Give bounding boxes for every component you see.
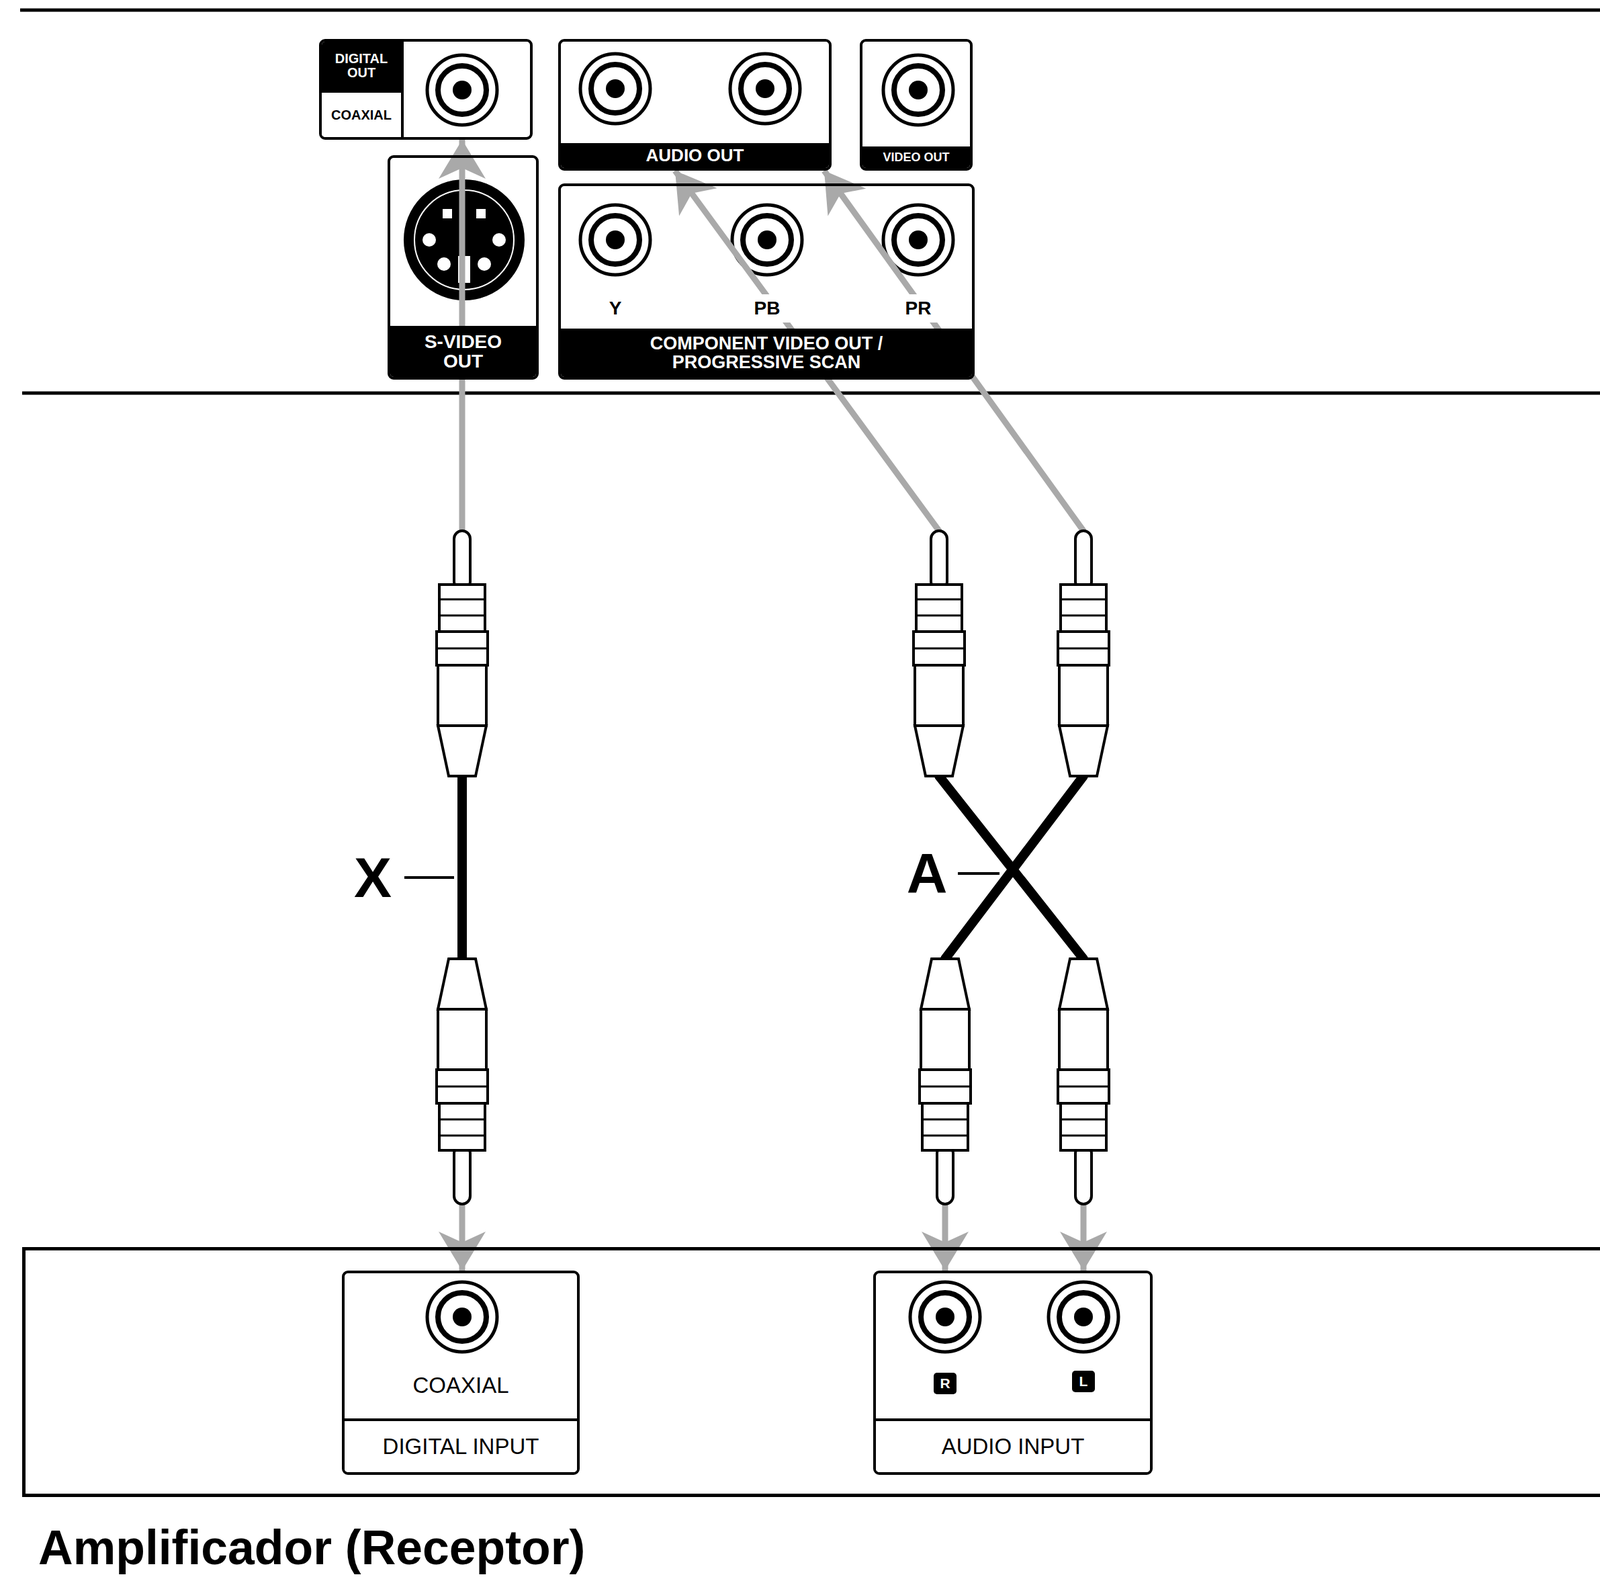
audio-out-panel: AUDIO OUT	[558, 38, 832, 171]
leader-line	[404, 875, 455, 879]
jack-label: Y	[591, 294, 639, 323]
cable	[939, 775, 1084, 959]
port-label: COAXIAL	[344, 1366, 577, 1404]
device-heading: Amplificador (Receptor)	[35, 1522, 681, 1574]
rca-jack	[580, 53, 651, 124]
port-label: AUDIO OUT	[560, 143, 829, 168]
rca-jack	[883, 55, 954, 125]
rca-plug	[436, 530, 488, 776]
rca-plug	[436, 958, 488, 1204]
port-label: DIGITAL OUT	[321, 41, 404, 91]
port-label: S-VIDEO OUT	[390, 325, 537, 377]
port-label: AUDIO INPUT	[875, 1417, 1150, 1472]
cable	[945, 775, 1084, 959]
rca-jack	[910, 1281, 981, 1352]
rca-jack	[580, 204, 651, 275]
rca-plug	[1057, 958, 1109, 1204]
component-video-panel: Y PB PR COMPONENT VIDEO OUT / PROGRESSIVE S…	[558, 183, 975, 380]
panel-edge	[20, 8, 1600, 13]
jack-label: PB	[740, 294, 794, 323]
channel-tag: R	[933, 1372, 957, 1394]
digital-input-panel: COAXIAL DIGITAL INPUT	[341, 1270, 580, 1475]
cable-label: X	[345, 843, 400, 911]
panel-edge	[22, 391, 1600, 395]
rca-plug	[919, 958, 971, 1204]
video-out-panel: VIDEO OUT	[859, 38, 973, 171]
amplifier-panel: Amplificador (Receptor)COAXIALDIGITAL IN…	[22, 1246, 1600, 1497]
digital-out-panel: DIGITAL OUTCOAXIAL	[319, 38, 533, 140]
s-video-panel: S-VIDEO OUT	[387, 155, 539, 380]
port-label: COMPONENT VIDEO OUT / PROGRESSIVE SCAN	[560, 328, 972, 377]
rca-jack	[1048, 1281, 1119, 1352]
rca-jack	[427, 1281, 498, 1352]
port-label: DIGITAL INPUT	[344, 1417, 577, 1472]
rca-plug	[1057, 530, 1109, 776]
port-label: COAXIAL	[321, 90, 404, 138]
cable-label: A	[900, 839, 954, 907]
port-label: VIDEO OUT	[862, 146, 970, 168]
rca-jack	[730, 53, 800, 124]
rca-jack	[427, 55, 498, 125]
jack-label: PR	[891, 294, 946, 323]
audio-input-panel: R L AUDIO INPUT	[873, 1270, 1153, 1475]
leader-line	[957, 871, 1000, 875]
cable	[457, 772, 467, 962]
rca-plug	[913, 530, 965, 776]
channel-tag: L	[1072, 1370, 1095, 1392]
